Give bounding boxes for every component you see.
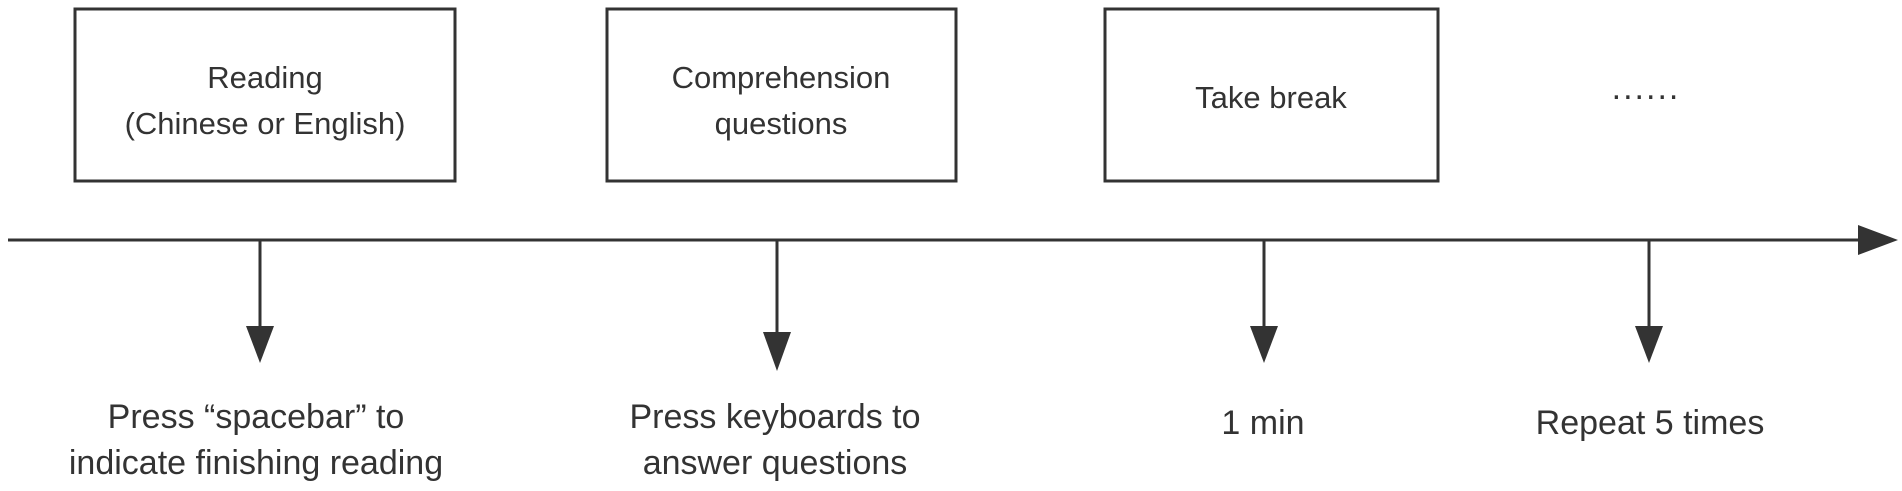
comprehension-box-line-1: Comprehension [672,60,891,95]
step-arrow-1-head [246,326,274,363]
reading-box-frame [73,7,457,183]
step-arrow-2 [763,240,791,371]
step-arrow-2-head [763,332,791,371]
take-break-box-label: Take break [1195,80,1347,115]
timeline-axis [8,225,1898,255]
step-label-3: 1 min [1221,404,1304,442]
comprehension-box: Comprehension questions [605,7,958,183]
step-label-1: Press “spacebar” to indicate finishing r… [69,398,443,482]
step-label-1-line-2: indicate finishing reading [69,444,443,482]
timeline-axis-arrowhead [1858,225,1898,255]
reading-box-line-2: (Chinese or English) [125,106,406,141]
comprehension-box-line-2: questions [715,106,848,141]
step-arrow-3 [1250,240,1278,363]
step-label-1-line-1: Press “spacebar” to [108,398,405,436]
step-label-2-line-1: Press keyboards to [629,398,920,436]
step-arrow-4-head [1635,326,1663,363]
reading-box-line-1: Reading [207,60,322,95]
step-label-2: Press keyboards to answer questions [629,398,920,482]
step-arrow-1 [246,240,274,363]
step-label-4-line-1: Repeat 5 times [1536,404,1765,442]
step-label-4: Repeat 5 times [1536,404,1765,442]
reading-box: Reading (Chinese or English) [73,7,457,183]
comprehension-box-frame [605,7,958,183]
take-break-box-frame [1103,7,1440,183]
step-arrow-4 [1635,240,1663,363]
step-arrow-3-head [1250,326,1278,363]
continuation-dots: ...... [1612,69,1681,107]
step-label-3-line-1: 1 min [1221,404,1304,442]
step-label-2-line-2: answer questions [643,444,908,482]
take-break-box: Take break [1103,7,1440,183]
